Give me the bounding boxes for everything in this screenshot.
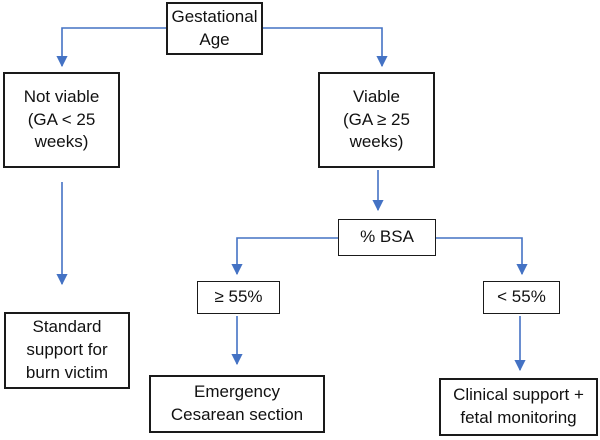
edge-ga-to-not-viable — [56, 27, 166, 68]
node-gestational-age-label: Gestational Age — [171, 6, 258, 49]
node-ge55-label: ≥ 55% — [214, 287, 263, 307]
node-emergency-label: Emergency Cesarean section — [170, 382, 304, 424]
node-not-viable-label: Not viable (GA < 25 weeks) — [23, 86, 100, 152]
node-bsa: % BSA — [338, 219, 436, 256]
node-viable: Viable (GA ≥ 25 weeks) — [318, 72, 435, 168]
edge-bsa-to-ge55 — [231, 237, 338, 276]
node-lt55: < 55% — [483, 281, 560, 314]
node-not-viable: Not viable (GA < 25 weeks) — [3, 72, 120, 168]
node-lt55-label: < 55% — [497, 287, 546, 307]
node-clinical: Clinical support + fetal monitoring — [439, 378, 598, 436]
node-clinical-label: Clinical support + fetal monitoring — [453, 385, 584, 427]
node-viable-label: Viable (GA ≥ 25 weeks) — [343, 86, 410, 152]
edge-bsa-to-lt55 — [436, 237, 528, 276]
node-emergency: Emergency Cesarean section — [149, 375, 325, 433]
node-gestational-age: Gestational Age — [166, 2, 263, 55]
node-standard-support-label: Standard support for burn victim — [25, 317, 109, 382]
node-standard-support: Standard support for burn victim — [4, 312, 130, 389]
node-bsa-label: % BSA — [360, 227, 414, 247]
edge-ga-to-viable — [263, 27, 388, 68]
node-ge55: ≥ 55% — [197, 281, 280, 314]
